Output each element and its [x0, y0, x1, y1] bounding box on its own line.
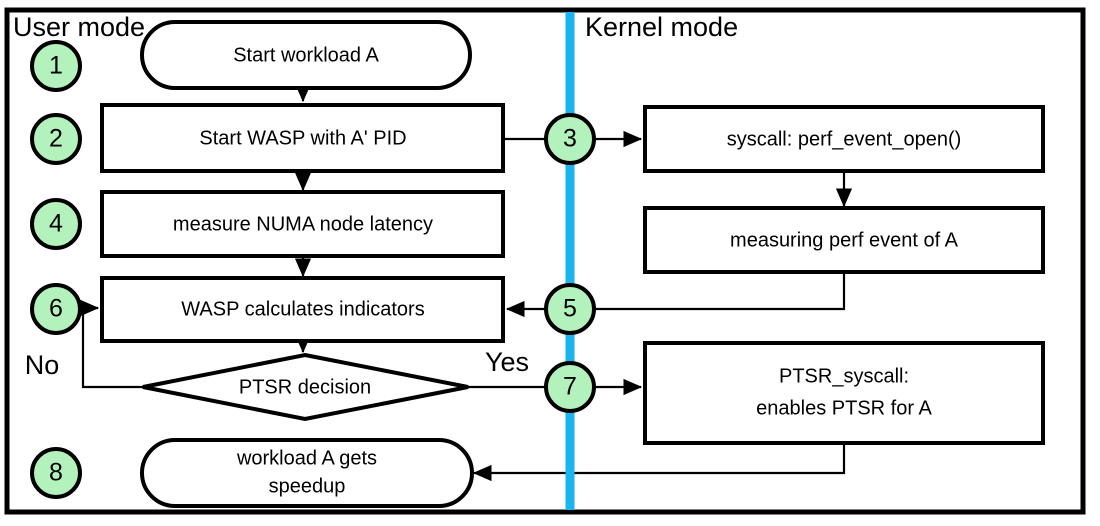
diagram-frame	[4, 7, 1086, 515]
node-workload-speedup-line2: speedup	[269, 475, 346, 497]
step-badge-3-label: 3	[563, 125, 577, 153]
node-perf-event-open-label: syscall: perf_event_open()	[727, 128, 962, 150]
node-wasp-calculates-indicators[interactable]	[100, 276, 505, 343]
step-badge-5[interactable]	[544, 283, 596, 335]
node-start-wasp-label: Start WASP with A' PID	[199, 127, 406, 149]
connector-decision-no-loop	[80, 299, 143, 389]
node-workload-speedup[interactable]	[140, 438, 474, 508]
node-measuring-perf-event-label: measuring perf event of A	[730, 229, 959, 251]
node-ptsr-syscall-line1: PTSR_syscall:	[779, 365, 909, 387]
node-measure-numa-latency-label: measure NUMA node latency	[173, 213, 433, 235]
node-ptsr-syscall-line2: enables PTSR for A	[756, 397, 932, 419]
step-badge-7-label: 7	[563, 373, 577, 401]
node-start-wasp[interactable]	[100, 103, 505, 173]
step-badge-2[interactable]	[30, 113, 82, 165]
step-badge-6[interactable]	[30, 283, 82, 335]
branch-label-yes: Yes	[485, 347, 529, 377]
step-badge-4-label: 4	[49, 210, 63, 238]
node-wasp-calculates-indicators-label: WASP calculates indicators	[181, 298, 424, 320]
node-ptsr-decision-label: PTSR decision	[239, 376, 371, 398]
node-start-workload-label: Start workload A	[233, 44, 379, 66]
node-measuring-perf-event[interactable]	[643, 206, 1045, 274]
connector-measuring-to-badge5	[594, 272, 846, 311]
node-perf-event-open[interactable]	[643, 105, 1045, 173]
step-badge-4[interactable]	[30, 198, 82, 250]
step-badge-8-label: 8	[49, 459, 63, 487]
node-ptsr-decision[interactable]	[142, 352, 469, 422]
step-badge-7[interactable]	[544, 361, 596, 413]
step-badge-6-label: 6	[49, 295, 63, 323]
step-badge-2-label: 2	[49, 125, 63, 153]
step-badge-5-label: 5	[563, 295, 577, 323]
node-measure-numa-latency[interactable]	[100, 190, 505, 258]
step-badge-1-label: 1	[49, 52, 63, 80]
lane-label-kernel-mode: Kernel mode	[585, 12, 738, 42]
node-start-workload[interactable]	[140, 20, 472, 90]
node-ptsr-syscall[interactable]	[643, 341, 1045, 445]
step-badge-1[interactable]	[30, 40, 82, 92]
step-badge-8[interactable]	[30, 447, 82, 499]
lane-label-user-mode: User mode	[13, 12, 145, 42]
node-workload-speedup-line1: workload A gets	[236, 447, 377, 469]
step-badge-3[interactable]	[544, 113, 596, 165]
connector-ptsr-syscall-to-speedup	[472, 443, 846, 482]
branch-label-no: No	[25, 350, 60, 380]
